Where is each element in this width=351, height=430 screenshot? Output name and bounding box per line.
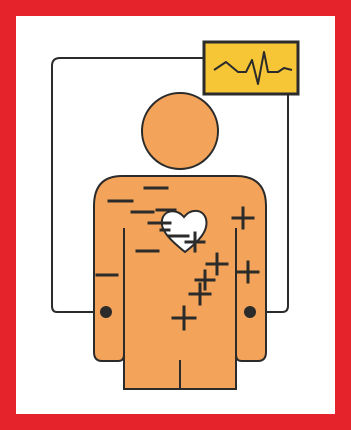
right-electrode-icon [244, 306, 256, 318]
head [142, 93, 218, 169]
ecg-monitor-icon [204, 42, 298, 94]
torso-body [94, 176, 266, 389]
left-electrode-icon [100, 306, 112, 318]
